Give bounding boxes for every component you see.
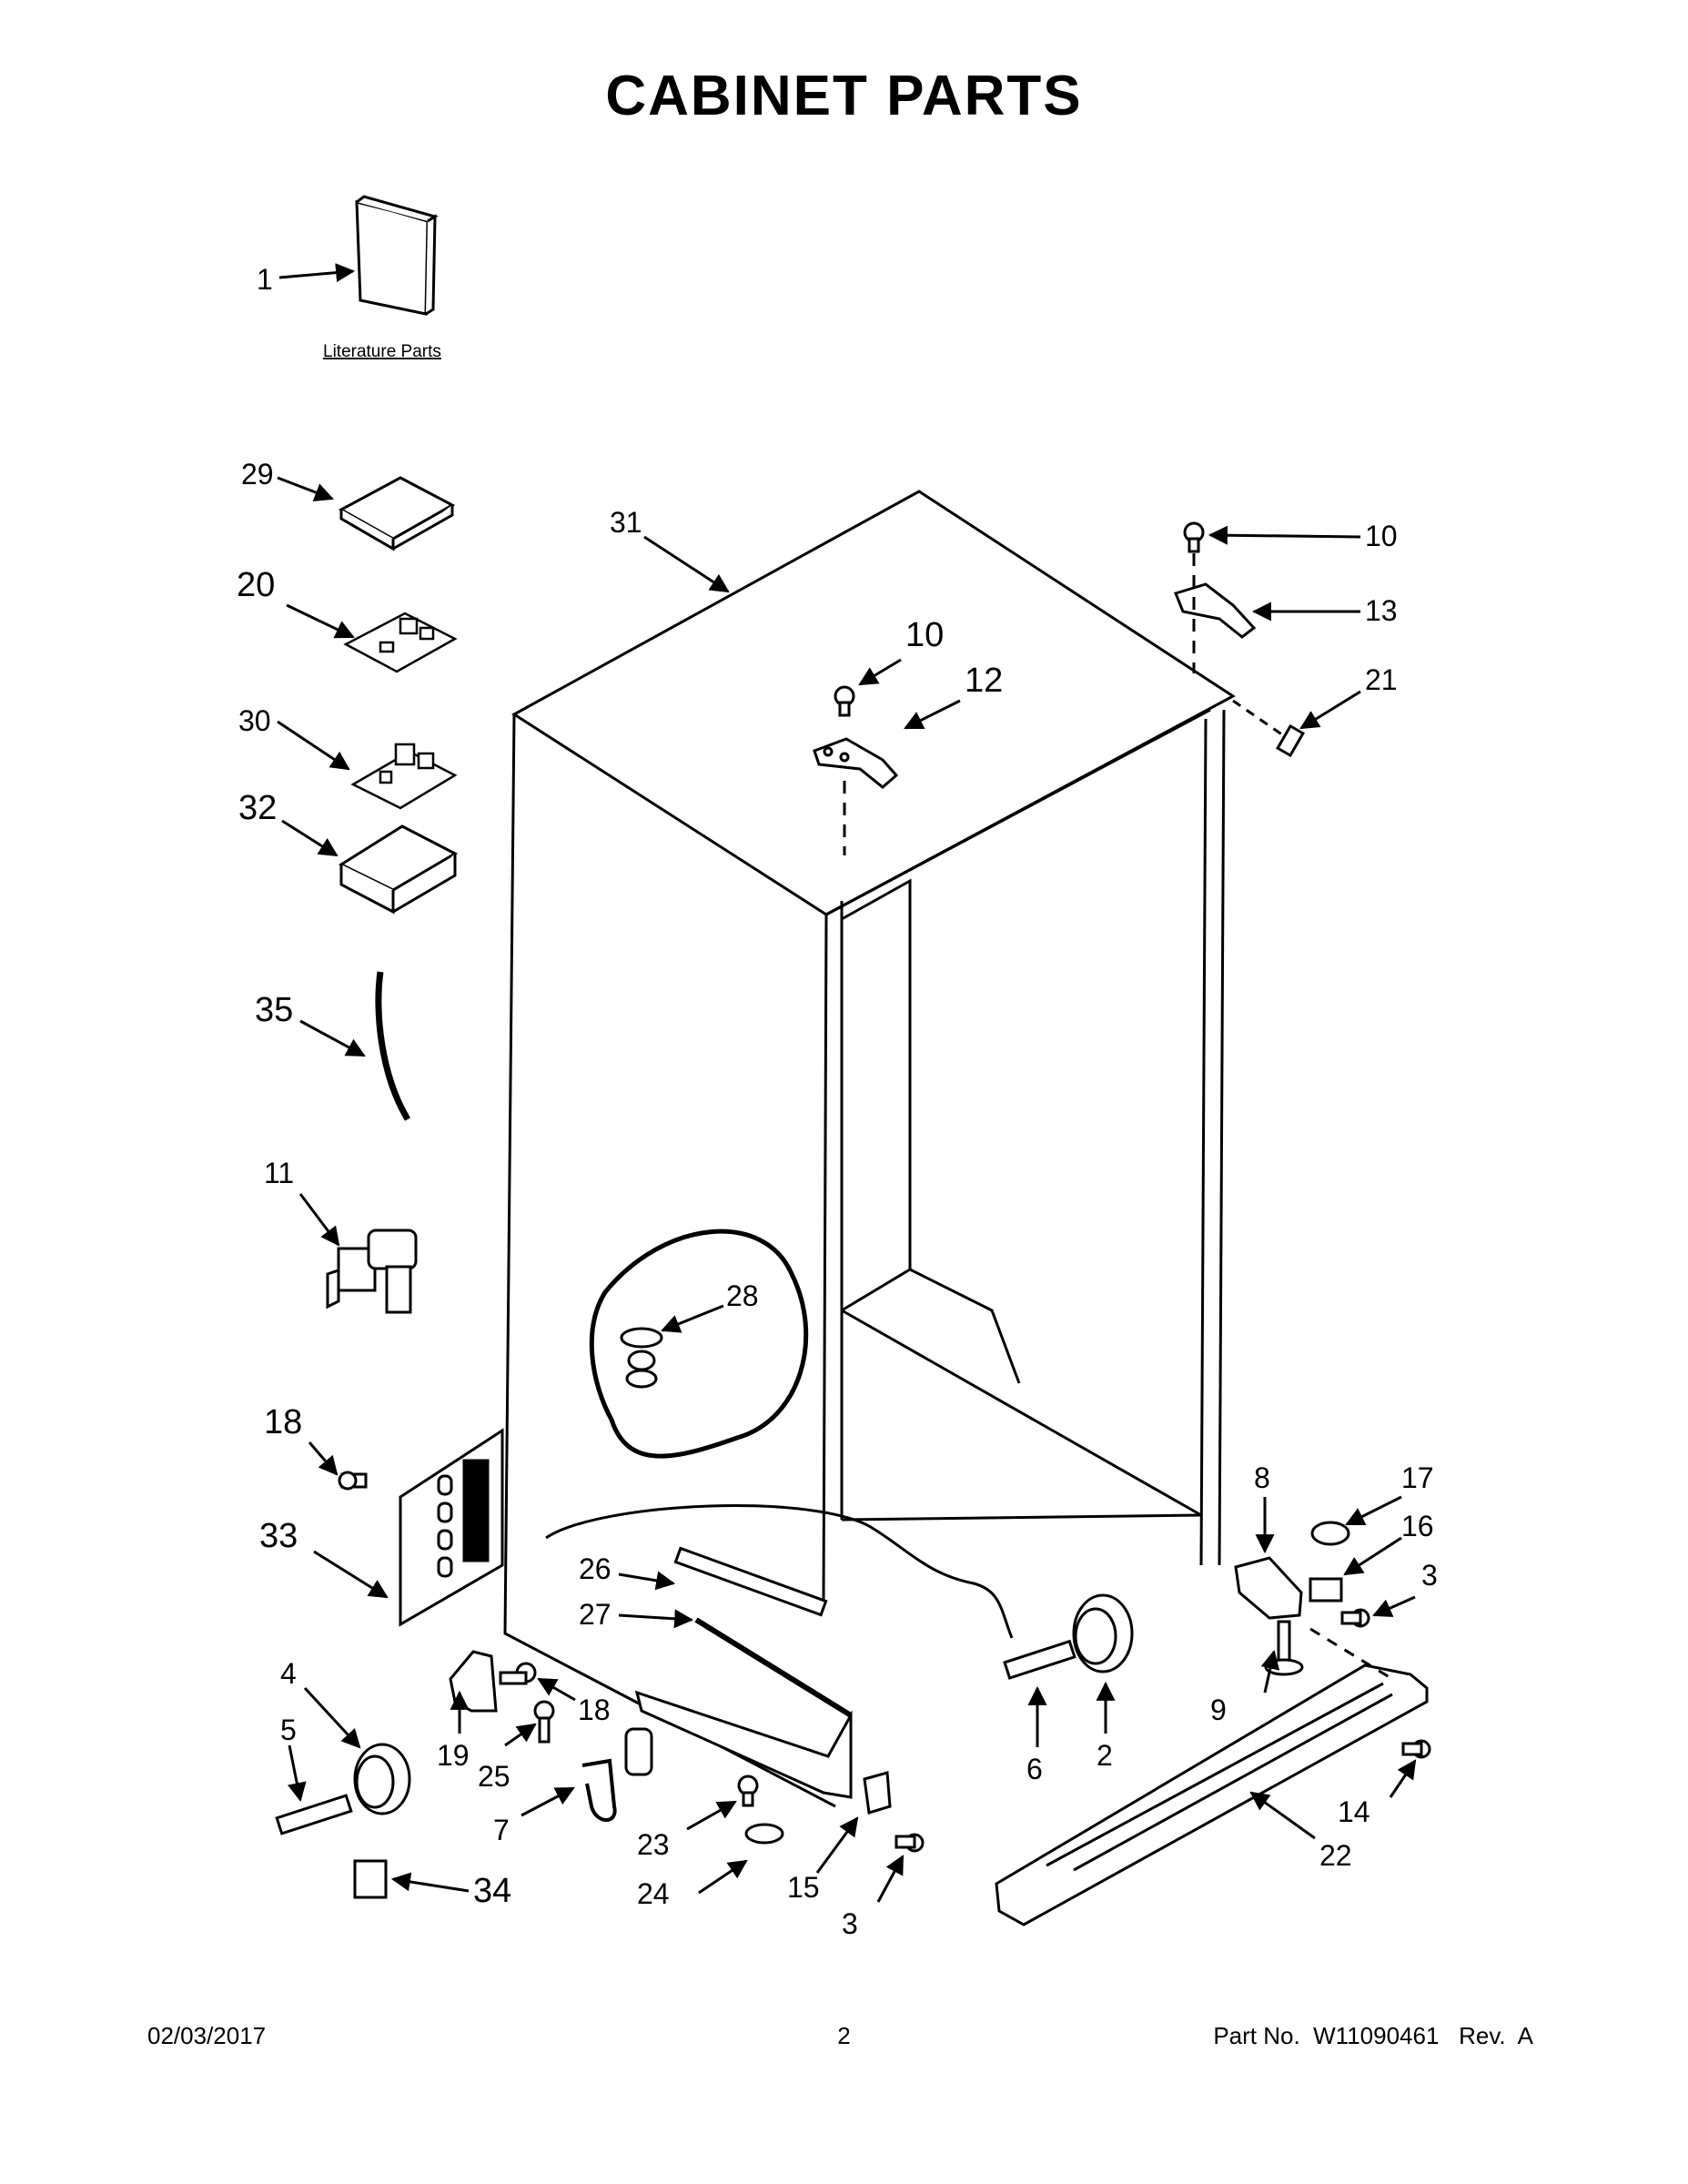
part-18b-screw (499, 1662, 537, 1685)
part-16-hinge-pin (1309, 1577, 1343, 1603)
callout-33: 33 (259, 1517, 298, 1555)
part-2-wheel (1072, 1593, 1134, 1673)
part-11-water-valve (326, 1228, 418, 1314)
callout-30: 30 (238, 704, 271, 737)
page-title: CABINET PARTS (605, 65, 1083, 127)
callout-9: 9 (1210, 1694, 1227, 1726)
part-33-grille (399, 1428, 504, 1627)
part-26-tube (673, 1546, 828, 1617)
cutaway-window (589, 1228, 809, 1459)
part-15-bracket (863, 1771, 892, 1815)
literature-parts-label: Literature Parts (323, 342, 441, 361)
callout-19: 19 (437, 1739, 470, 1772)
callout-2: 2 (1097, 1739, 1113, 1772)
callout-11: 11 (264, 1157, 294, 1189)
part-27-rod (694, 1617, 853, 1718)
callout-5: 5 (280, 1714, 297, 1746)
part-23-screw (737, 1774, 759, 1807)
callout-labels: 1 29 20 30 32 35 11 18 33 4 5 34 31 10 1… (237, 263, 1438, 1940)
callout-26: 26 (579, 1552, 612, 1585)
part-8-bracket (1234, 1556, 1303, 1620)
callout-8: 8 (1254, 1461, 1270, 1494)
footer-page-number: 2 (837, 2022, 851, 2049)
part-29-cover (338, 476, 456, 551)
callout-24: 24 (637, 1877, 670, 1910)
callout-10: 10 (905, 616, 944, 654)
part-19-bracket (449, 1650, 498, 1713)
callout-32: 32 (238, 789, 277, 827)
part-18-screw (338, 1471, 368, 1491)
callout-18: 18 (264, 1403, 302, 1441)
callout-29: 29 (241, 458, 274, 490)
footer-part-number: Part No. W11090461 Rev. A (1213, 2022, 1533, 2049)
lower-cutaway (545, 1504, 1014, 1639)
callout-3: 3 (842, 1907, 858, 1940)
callout-35: 35 (255, 991, 293, 1029)
part-14-screw (1401, 1739, 1431, 1759)
part-24-clip (744, 1823, 784, 1845)
part-25-screw (533, 1700, 555, 1744)
callout-23: 23 (637, 1828, 670, 1861)
part-7-drain (581, 1758, 617, 1822)
callout-22: 22 (1319, 1839, 1352, 1872)
callout-15: 15 (787, 1871, 820, 1904)
part-5-axle (275, 1794, 353, 1835)
callout-12: 12 (965, 662, 1003, 700)
footer-date: 02/03/2017 (147, 2022, 267, 2049)
part-3-screw (895, 1608, 1370, 1853)
part-35-tube (375, 971, 411, 1121)
callout-31: 31 (610, 506, 642, 539)
part-32-housing (338, 824, 459, 915)
callout-25: 25 (478, 1760, 510, 1793)
callout-17: 17 (1401, 1461, 1434, 1494)
leader-lines (277, 263, 1417, 1903)
callout-7: 7 (493, 1814, 510, 1846)
part-10-screw (834, 521, 1205, 717)
callout-21: 21 (1365, 663, 1398, 696)
callout-13: 13 (1365, 594, 1398, 627)
callout-27: 27 (579, 1598, 612, 1631)
callout-10b: 10 (1365, 520, 1398, 552)
part-28-grommet (620, 1327, 663, 1389)
literature-booklet (355, 195, 439, 316)
callout-20: 20 (237, 566, 275, 604)
part-12-hinge (813, 737, 899, 789)
part-30-power-board (350, 743, 458, 810)
callout-34: 34 (473, 1872, 511, 1910)
part-4-wheel (353, 1743, 411, 1815)
part-22-base-grille (995, 1663, 1429, 1926)
part-34-pad (353, 1859, 388, 1899)
part-17-cam (1310, 1521, 1350, 1546)
part-21-clip (1276, 723, 1305, 758)
part-6-pin (1003, 1639, 1076, 1680)
callout-14: 14 (1338, 1795, 1370, 1828)
part-13-hinge (1173, 582, 1257, 639)
callout-3b: 3 (1421, 1559, 1438, 1592)
callout-6: 6 (1026, 1753, 1043, 1785)
part-20-control-board (343, 612, 458, 673)
callout-16: 16 (1401, 1510, 1434, 1542)
callout-4: 4 (280, 1657, 297, 1690)
callout-28: 28 (726, 1279, 759, 1312)
callout-18b: 18 (578, 1694, 611, 1726)
part-31-cabinet (503, 490, 1236, 1808)
callout-1: 1 (257, 263, 273, 296)
